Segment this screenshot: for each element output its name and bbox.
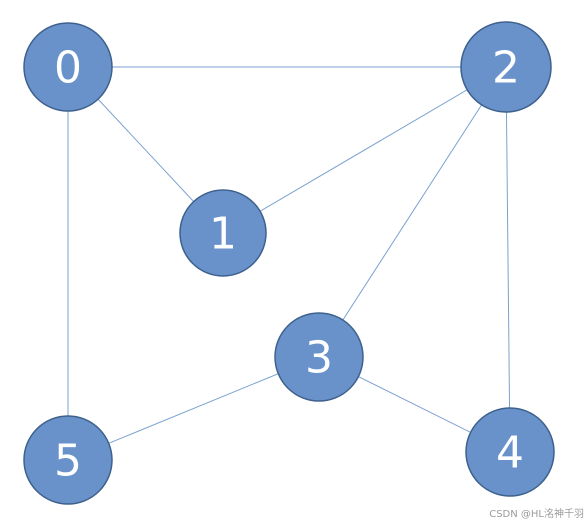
node-label-3: 3 bbox=[305, 333, 333, 384]
node-circle-3 bbox=[274, 312, 364, 402]
node-circle-4 bbox=[465, 407, 555, 497]
node-label-2: 2 bbox=[492, 43, 520, 94]
node-circle-0 bbox=[23, 22, 113, 112]
node-label-4: 4 bbox=[496, 428, 524, 479]
edge-2-3 bbox=[318, 66, 507, 358]
node-4: 4 bbox=[465, 407, 555, 497]
node-label-5: 5 bbox=[54, 436, 82, 487]
edge-2-4 bbox=[505, 66, 511, 453]
node-2: 2 bbox=[460, 21, 552, 113]
node-5: 5 bbox=[23, 415, 113, 505]
edge-3-5 bbox=[67, 356, 320, 461]
node-label-0: 0 bbox=[54, 43, 82, 94]
watermark-text: CSDN @HL洺神千羽 bbox=[489, 509, 584, 520]
node-circle-5 bbox=[23, 415, 113, 505]
node-3: 3 bbox=[274, 312, 364, 402]
nodes-layer: 0 1 2 3 4 5 bbox=[23, 21, 555, 505]
node-circle-2 bbox=[460, 21, 552, 113]
node-0: 0 bbox=[23, 22, 113, 112]
node-circle-1 bbox=[179, 189, 267, 277]
node-label-1: 1 bbox=[209, 209, 237, 260]
node-1: 1 bbox=[179, 189, 267, 277]
edges-layer bbox=[67, 66, 511, 461]
edge-1-2 bbox=[222, 66, 507, 234]
